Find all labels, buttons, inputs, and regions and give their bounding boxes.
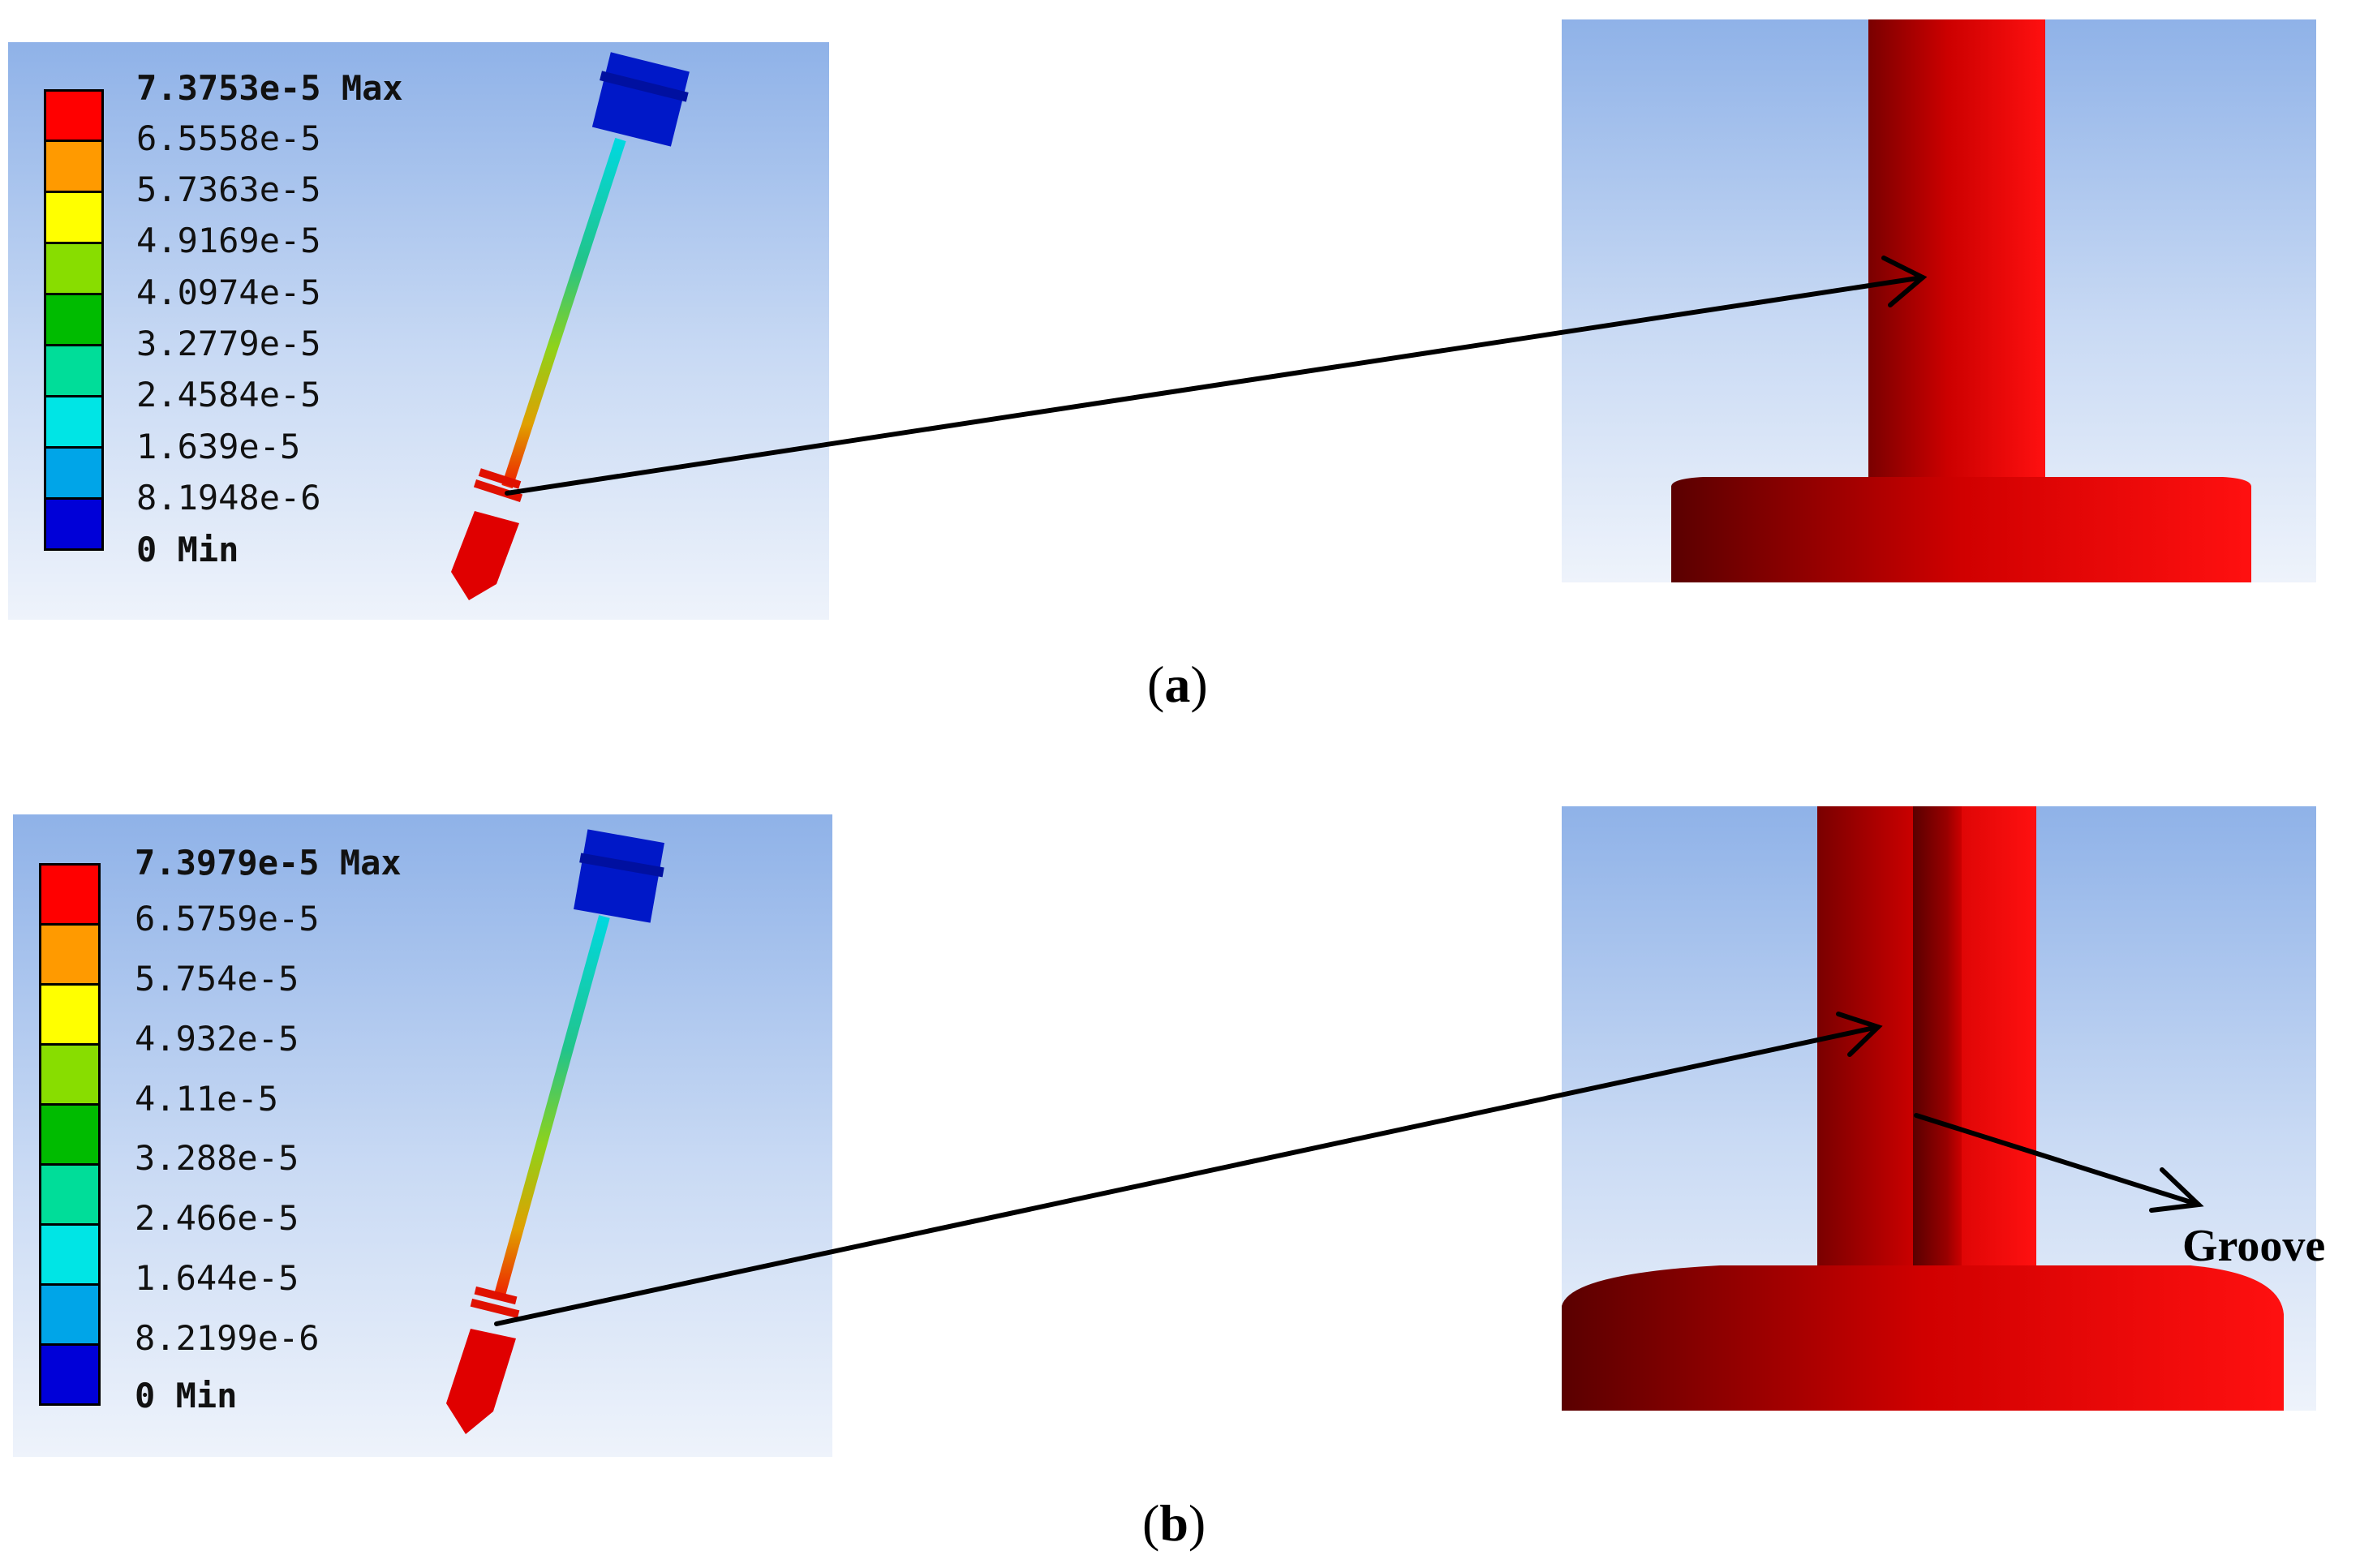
legend-label: 8.1948e-6 [136, 478, 321, 518]
model-collar-b [470, 1298, 520, 1319]
legend-label: 6.5558e-5 [136, 118, 321, 158]
legend-swatch [39, 1343, 101, 1406]
model-collar-b [474, 1286, 518, 1305]
model-head-ring-a [600, 71, 689, 102]
legend-max-label: 7.3979e-5 Max [135, 843, 402, 883]
legend-label: 6.5759e-5 [135, 899, 320, 939]
groove [1913, 806, 1962, 1325]
legend-min-label: 0 Min [135, 1376, 238, 1415]
legend-label: 8.2199e-6 [135, 1318, 320, 1358]
legend-swatch [39, 1163, 101, 1226]
base-b [1562, 1265, 2284, 1411]
model-rod-b [493, 915, 610, 1300]
legend-label: 3.288e-5 [135, 1138, 299, 1178]
legend-label: 3.2779e-5 [136, 324, 321, 363]
legend-label: 5.7363e-5 [136, 170, 321, 209]
legend-swatch [44, 89, 104, 142]
legend-swatch [39, 1043, 101, 1106]
legend-swatch [44, 191, 104, 244]
zoom-shaft-a [1671, 19, 2251, 582]
valve-model-b [446, 829, 664, 1434]
legend-swatch [44, 242, 104, 295]
legend-label: 4.9169e-5 [136, 221, 321, 260]
legend-swatch [39, 1223, 101, 1286]
legend-label: 1.644e-5 [135, 1258, 299, 1298]
arrow-a [505, 256, 1928, 496]
legend-swatch [44, 497, 104, 551]
legend-label: 2.466e-5 [135, 1198, 299, 1238]
legend-swatch [44, 344, 104, 397]
model-head-b [574, 829, 664, 923]
legend-swatch [44, 395, 104, 449]
legend-swatch [39, 923, 101, 986]
model-rod-a [501, 137, 626, 489]
contour-panel-b [13, 814, 832, 1457]
contour-panel-a [8, 42, 829, 620]
legend-min-label: 0 Min [136, 530, 239, 569]
legend-label: 4.932e-5 [135, 1019, 299, 1059]
zoom-shaft-b [1562, 806, 2284, 1411]
legend-label: 1.639e-5 [136, 427, 301, 466]
model-head-a [591, 52, 690, 147]
caption-b: (b) [1142, 1494, 1206, 1552]
legend-max-label: 7.3753e-5 Max [136, 68, 403, 108]
legend-swatch [39, 1103, 101, 1166]
model-tip-a [451, 511, 519, 600]
legend-label: 4.11e-5 [135, 1079, 279, 1119]
caption-a: (a) [1147, 655, 1208, 713]
legend-swatch [39, 983, 101, 1046]
model-head-ring-b [579, 853, 664, 878]
legend-label: 2.4584e-5 [136, 375, 321, 415]
legend-label: 5.754e-5 [135, 959, 299, 999]
legend-label: 4.0974e-5 [136, 273, 321, 312]
valve-model-a [451, 52, 690, 600]
groove-arrow [1914, 1113, 2204, 1213]
model-collar-a [473, 479, 523, 503]
arrow-b [494, 1012, 1883, 1326]
base-a [1671, 477, 2251, 582]
groove-label: Groove [2182, 1221, 2326, 1271]
model-collar-a [478, 468, 522, 489]
model-tip-b [446, 1329, 516, 1434]
shaft-a [1868, 19, 2045, 498]
